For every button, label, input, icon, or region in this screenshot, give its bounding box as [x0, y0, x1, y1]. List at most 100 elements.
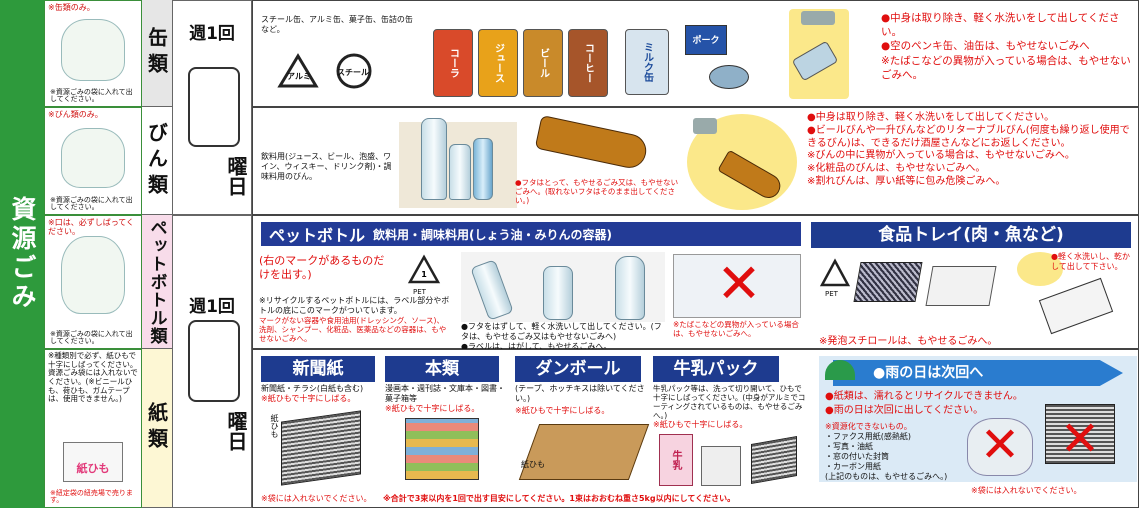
can-beer: ビール	[523, 29, 563, 97]
day-input-box[interactable]	[188, 320, 240, 402]
paper-string-icon: 紙ひも	[63, 442, 123, 482]
garbage-bag-icon	[61, 19, 125, 81]
alu-mark-label: アルミ	[287, 72, 311, 81]
bins-items-text: 飲料用(ジュース、ビール、泡盛、ワイン、ウィスキー、ドリンク剤)・調味料用のびん…	[261, 152, 392, 181]
can-pork: ポーク	[685, 25, 727, 55]
wet-paper-stack-icon	[1045, 404, 1115, 464]
food-tray-icon	[853, 262, 923, 302]
paper-foot-left: ※袋には入れないでください。	[261, 494, 372, 503]
x-mark-icon: ✕	[716, 252, 762, 315]
x-mark-icon: ✕	[979, 417, 1021, 473]
garbage-bag-icon	[61, 236, 125, 314]
paper-foot-right: ※袋には入れないでください。	[971, 486, 1082, 495]
steel-mark-label: スチール	[337, 68, 369, 77]
cans-row: スチール缶、アルミ缶、菓子缶、缶詰の缶など。 アルミ スチール コーラ ジュース…	[252, 0, 1139, 107]
cardboard-text: (テープ、ホッチキスは除いてください。)	[515, 384, 645, 403]
newspaper-stack-icon	[281, 410, 361, 486]
string-label: 紙ひも	[521, 460, 545, 469]
blue-bottle-icon	[473, 138, 493, 200]
foam-tray-stack-icon	[925, 266, 997, 306]
steel-recycle-icon	[336, 53, 372, 89]
garbage-bag-icon	[61, 128, 125, 188]
can-milk: ミルク缶	[625, 29, 669, 95]
pet-row: ペットボトル 飲料用・調味料用(しょう油・みりんの容器) (右のマークがあるもの…	[252, 215, 1139, 351]
bottle-icon	[449, 144, 471, 200]
newspaper-red: ※紙ひもで十字にしばる。	[261, 394, 356, 403]
cardboard-red: ※紙ひもで十字にしばる。	[515, 406, 610, 415]
paper-bag-panel: ※種類別で必ず、紙ひもで十字にしばってください。資源ごみ袋には入れないでください…	[44, 349, 142, 508]
rain-heading: ●雨の日は次回へ	[833, 360, 1123, 386]
bins-cap-note: ●フタはとって、もやせるごみ又は、もやせないごみへ。(取れないフタはそのまま出し…	[515, 178, 679, 205]
pet-mark-note: (右のマークがあるものだけを出す。)	[259, 254, 385, 282]
string-label: 紙ひも	[270, 414, 279, 438]
bins-bag-note: ※びん類のみ。	[48, 110, 103, 119]
cans-bag-foot: ※資源ごみの袋に入れて出してください。	[50, 87, 133, 104]
collection-day-pet-paper: 週1回 曜日	[172, 215, 252, 508]
pet-steps-text: ●フタをはずして、軽く水洗いして出してください。(フタは、もやせるごみ又はもやせ…	[461, 322, 662, 351]
open-tin-icon	[709, 65, 749, 89]
pet-warn-text: マークがない容器や食用油用(ドレッシング、ソース)、洗剤、シャンプー、化粧品、医…	[259, 316, 447, 343]
milk-carton-text: 牛乳パック等は、洗って切り開いて、ひもで十字にしばってください。(中身がアルミで…	[653, 384, 806, 420]
bins-bag-foot: ※資源ごみの袋に入れて出してください。	[50, 195, 133, 212]
can-juice: ジュース	[478, 29, 518, 97]
aluminium-recycle-icon	[277, 53, 319, 88]
paper-row: 新聞紙 新聞紙・チラシ(白紙も含む) ※紙ひもで十字にしばる。 紙ひも 本類 漫…	[252, 349, 1139, 508]
pet-recycle-text: ※リサイクルするペットボトルには、ラベル部分やボトルの底にこのマークがついていま…	[259, 296, 450, 315]
water-tap-icon	[693, 118, 717, 134]
resource-garbage-title: 資源ごみ	[0, 0, 44, 508]
pet-heading: ペットボトル 飲料用・調味料用(しょう油・みりんの容器)	[261, 222, 801, 246]
books-heading: 本類	[385, 356, 499, 382]
cans-bag-panel: ※缶類のみ。 ※資源ごみの袋に入れて出してください。	[44, 0, 142, 107]
pet-bottle-label-icon	[615, 256, 645, 320]
can-coffee: コーヒー	[568, 29, 608, 97]
bagged-paper-icon	[967, 418, 1033, 476]
paper-bag-foot: ※紐定袋の紐売場で売ります。	[50, 488, 133, 505]
cardboard-heading: ダンボール	[515, 356, 641, 382]
book-stack-icon	[405, 418, 479, 480]
bins-row: 飲料用(ジュース、ビール、泡盛、ワイン、ウィスキー、ドリンク剤)・調味料用のびん…	[252, 107, 1139, 215]
books-red: ※紙ひもで十字にしばる。	[385, 404, 480, 413]
umbrella-icon	[825, 360, 855, 380]
cans-notes: ●中身は取り除き、軽く水洗いをして出してください。 ●空のペンキ缶、油缶は、もや…	[881, 12, 1131, 81]
pet-bag-foot: ※資源ごみの袋に入れて出してください。	[50, 329, 133, 346]
water-tap-icon	[801, 11, 835, 25]
tray-foot-text: ※発泡スチロールは、もやせるごみへ。	[819, 336, 998, 347]
frequency-label: 週1回	[189, 297, 235, 317]
brown-bottle-icon	[534, 114, 650, 172]
cans-bag-note: ※缶類のみ。	[48, 3, 95, 12]
svg-text:1: 1	[421, 270, 427, 279]
carton-bundle-icon	[751, 435, 797, 485]
category-paper: 紙類	[142, 349, 172, 508]
pet-foreign-illustration	[673, 254, 801, 318]
cardboard-stack-icon	[518, 424, 650, 480]
pet-bag-note: ※口は、必ずしばってください。	[48, 218, 135, 237]
cut-carton-icon	[701, 446, 741, 486]
pet-foreign-text: ※たばこなどの異物が入っている場合は、もやせないごみへ。	[673, 320, 799, 338]
category-pet: ペットボトル類	[142, 215, 172, 349]
milk-carton-heading: 牛乳パック	[653, 356, 779, 382]
category-cans: 缶類	[142, 0, 172, 107]
tray-wash-illustration	[1017, 252, 1063, 286]
milk-carton-red: ※紙ひもで十字にしばる。	[653, 420, 748, 429]
tray-heading: 食品トレイ(肉・魚など)	[811, 222, 1131, 248]
tray-recycle-icon	[819, 258, 851, 287]
day-label: 曜日	[224, 156, 248, 196]
pet-label: PET	[413, 288, 426, 296]
excluded-list: ※資源化できないもの。 ・ファクス用紙(感熱紙) ・写真・油紙 ・窓の付いた封筒…	[825, 422, 948, 481]
wine-bottle-icon	[421, 118, 447, 200]
pet-bottle-wash-icon	[543, 266, 573, 320]
pet-recycle-icon: 1	[407, 254, 441, 284]
pet-bag-panel: ※口は、必ずしばってください。 ※資源ごみの袋に入れて出してください。	[44, 215, 142, 349]
paper-bag-note: ※種類別で必ず、紙ひもで十字にしばってください。資源ごみ袋には入れないでください…	[48, 351, 138, 404]
newspaper-text: 新聞紙・チラシ(白紙も含む)	[261, 384, 364, 393]
frequency-label: 週1回	[189, 24, 235, 44]
day-input-box[interactable]	[188, 67, 240, 147]
milk-carton-icon: 牛乳	[659, 434, 693, 486]
x-mark-icon: ✕	[1059, 411, 1101, 467]
cans-items-text: スチール缶、アルミ缶、菓子缶、缶詰の缶など。	[261, 15, 413, 34]
bins-notes: ●中身は取り除き、軽く水洗いをして出してください。 ●ビールびんや一升びんなどの…	[807, 112, 1130, 187]
tray-wash-text: ●軽く水洗いし、乾かして出して下さい。	[1051, 252, 1130, 271]
books-text: 漫画本・週刊誌・文庫本・図書・菓子箱等	[385, 384, 505, 403]
washed-tray-icon	[1038, 277, 1114, 335]
tray-pet-label: PET	[825, 290, 838, 298]
